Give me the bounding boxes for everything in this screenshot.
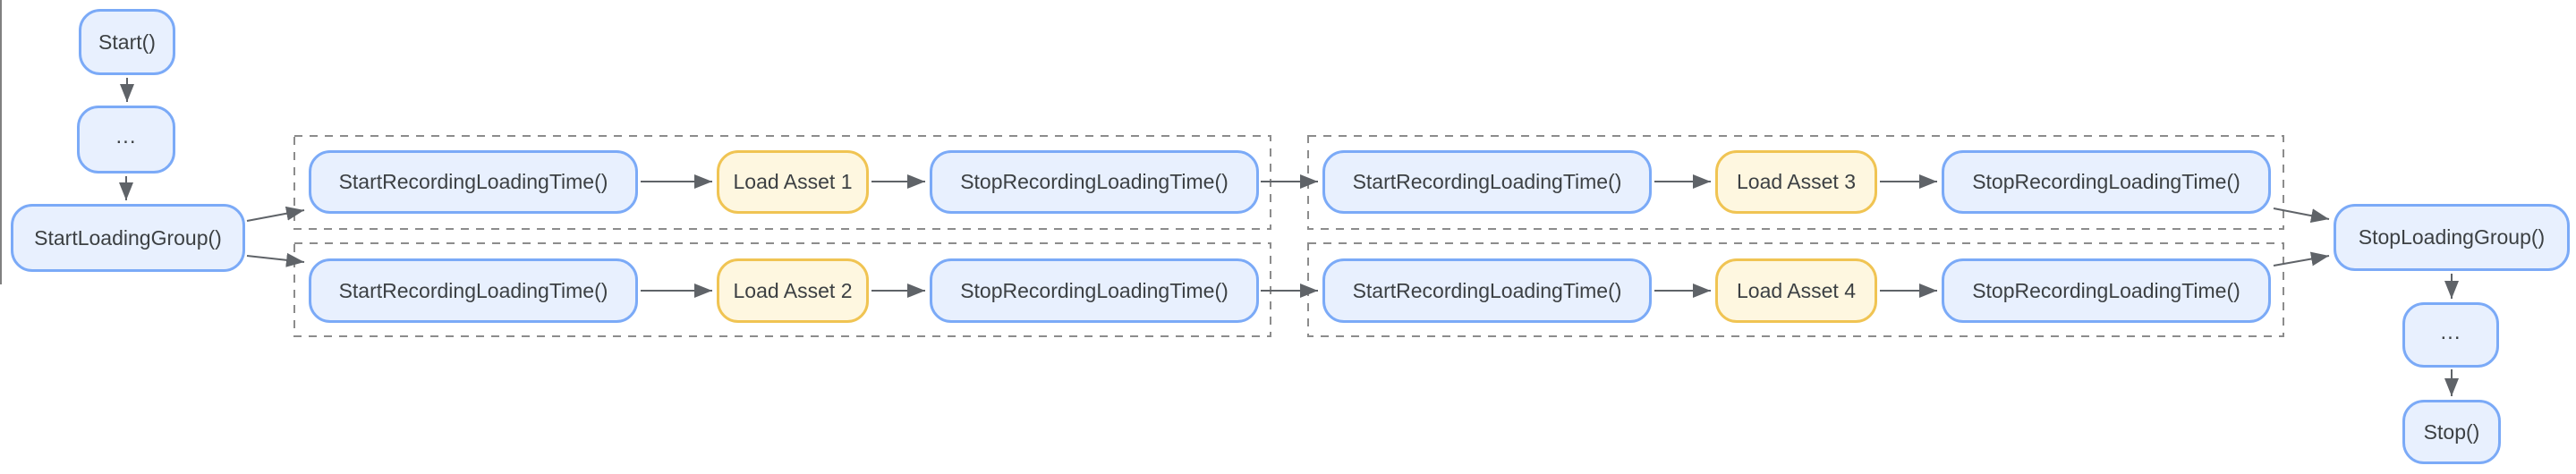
node-stop-loading-group: StopLoadingGroup() xyxy=(2334,204,2570,271)
arrow-row1-to-stoplg xyxy=(2273,207,2330,224)
arrow-row2-to-stoplg xyxy=(2273,251,2330,267)
arrow-slg-to-row2 xyxy=(246,252,305,267)
node-start-recording-loading-time: StartRecordingLoadingTime() xyxy=(309,150,638,214)
node-start-recording-loading-time: StartRecordingLoadingTime() xyxy=(1322,150,1652,214)
node-start-recording-loading-time: StartRecordingLoadingTime() xyxy=(309,258,638,323)
node-start-recording-loading-time: StartRecordingLoadingTime() xyxy=(1322,258,1652,323)
node-stop-recording-loading-time: StopRecordingLoadingTime() xyxy=(930,258,1259,323)
node-stop-recording-loading-time: StopRecordingLoadingTime() xyxy=(1942,150,2271,214)
node-load-asset-2: Load Asset 2 xyxy=(717,258,869,323)
node-load-asset-1: Load Asset 1 xyxy=(717,150,869,214)
arrow-slg-to-row1 xyxy=(246,206,305,222)
node-start-loading-group: StartLoadingGroup() xyxy=(11,204,245,272)
node-ellipsis-bottom: ... xyxy=(2402,302,2499,368)
node-load-asset-3: Load Asset 3 xyxy=(1715,150,1877,214)
node-stop-recording-loading-time: StopRecordingLoadingTime() xyxy=(1942,258,2271,323)
node-ellipsis-top: ... xyxy=(77,106,175,174)
node-load-asset-4: Load Asset 4 xyxy=(1715,258,1877,323)
node-stop: Stop() xyxy=(2402,400,2501,464)
node-stop-recording-loading-time: StopRecordingLoadingTime() xyxy=(930,150,1259,214)
node-start: Start() xyxy=(79,9,175,75)
